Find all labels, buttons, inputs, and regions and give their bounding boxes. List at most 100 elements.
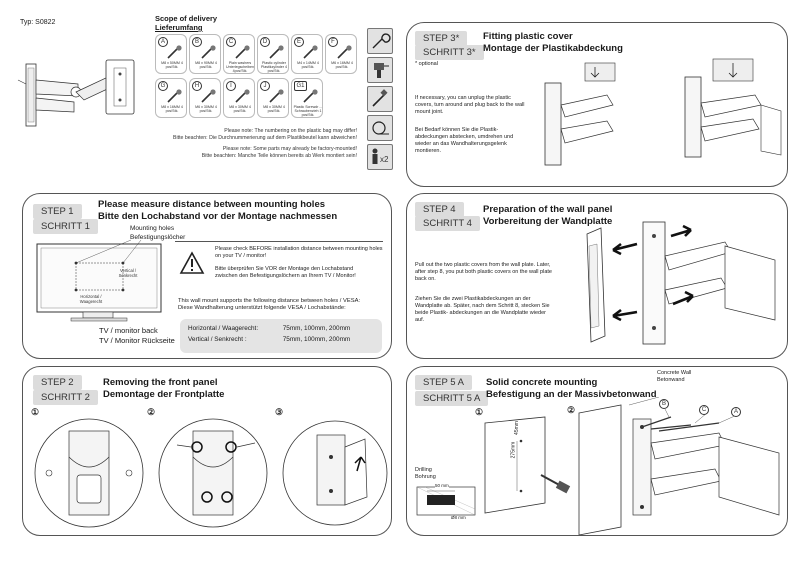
support-de: Diese Wandhalterung unterstützt folgende… — [178, 305, 346, 311]
detail-circle-1 — [34, 418, 144, 528]
tv-back-label: TV / monitor back TV / Monitor Rückseite — [99, 326, 175, 346]
part-label-c: C — [699, 405, 709, 415]
holes-en: Mounting holes — [130, 225, 175, 232]
screwdriver-icon — [367, 86, 393, 112]
step2-num-2: ② — [147, 407, 156, 417]
part-letter: G — [158, 81, 168, 91]
step1-title: Please measure distance between mounting… — [98, 199, 337, 223]
note2-de: Bitte beachten: Manche Teile können bere… — [201, 152, 357, 159]
part-letter: J — [260, 81, 270, 91]
step5a-title: Solid concrete mounting Befestigung an d… — [486, 377, 657, 401]
drilling-diagram — [416, 486, 476, 516]
step2-num-1: ① — [31, 407, 40, 417]
dim-45: 45mm — [513, 421, 520, 435]
screw-icon — [167, 89, 182, 103]
warning-icon — [179, 251, 205, 274]
screw-icon — [337, 45, 352, 59]
step5a-label-en: STEP 5 A — [415, 375, 473, 390]
part-item: I M8 x 30MM 4 pcs/Stk. — [223, 78, 255, 118]
step3-title-de: Montage der Plastikabdeckung — [483, 43, 623, 54]
part-desc: Plastic cylinder Plastikzylinder 4 pcs/S… — [261, 61, 287, 74]
part-label-a: A — [731, 407, 741, 417]
step2-title: Removing the front panel Demontage der F… — [103, 377, 224, 401]
part-item: B M8 x 90MM 4 pcs/Stk. — [189, 34, 221, 74]
part-letter: C — [226, 37, 236, 47]
concrete-wall-label: Concrete Wall Betonwand — [657, 370, 691, 383]
part-desc: Plain washers Unterlegscheiben 4pcs/Stk. — [226, 61, 254, 74]
step3-label-en: STEP 3* — [415, 31, 468, 46]
wrench-icon — [367, 28, 393, 54]
screw-icon — [235, 89, 250, 103]
step5a-title-en: Solid concrete mounting — [486, 377, 598, 388]
step4-label-de: SCHRITT 4 — [415, 216, 480, 231]
warn-de: Bitte überprüfen Sie VOR der Montage den… — [215, 266, 356, 279]
mounted-arm-illustration — [578, 397, 780, 535]
part-item: G M8 x 16MM 4 pcs/Stk. — [155, 78, 187, 118]
part-letter: D — [260, 37, 270, 47]
part-letter: E — [294, 37, 304, 47]
step3-text-de: Bei Bedarf können Sie die Plastik- abdec… — [415, 127, 514, 154]
part-letter: I — [226, 81, 236, 91]
step2-num-3: ③ — [275, 407, 284, 417]
step2-panel: STEP 2 SCHRITT 2 Removing the front pane… — [22, 366, 392, 536]
wall-plate-illustration — [586, 221, 776, 345]
step3-text-en: If necessary, you can unplug the plastic… — [415, 95, 525, 115]
scope-notes: Please note: The numbering on the plasti… — [150, 128, 357, 159]
screw-icon — [167, 45, 182, 59]
part-desc: M4 x 14MM 4 pcs/Stk. — [297, 61, 319, 70]
step4-title: Preparation of the wall panel Vorbereitu… — [483, 204, 612, 228]
type-label: Typ: S0822 — [20, 19, 56, 26]
support-en: This wall mount supports the following d… — [178, 298, 361, 304]
note1-en: Please note: The numbering on the plasti… — [224, 128, 357, 134]
vesa-values: 75mm, 100mm, 200mm — [282, 336, 351, 343]
step4-label-en: STEP 4 — [415, 202, 464, 217]
step3-title-en: Fitting plastic cover — [483, 31, 573, 42]
step3-panel: STEP 3* SCHRITT 3* * optional Fitting pl… — [406, 22, 788, 187]
step5a-title-de: Befestigung an der Massivbetonwand — [486, 389, 657, 400]
part-desc: M8 x 90MM 4 pcs/Stk. — [195, 61, 217, 70]
screw-icon — [201, 45, 216, 59]
scope-title-en: Scope of delivery — [155, 14, 218, 23]
note2-en: Please note: Some parts may already be f… — [222, 146, 357, 152]
part-letter: A — [158, 37, 168, 47]
part-desc: M6 x 16MM 4 pcs/Stk. — [331, 61, 353, 70]
vertical-label: Vertical / Senkrecht — [118, 268, 138, 278]
horizontal-label: Horizontal / Waagerecht — [79, 294, 103, 304]
part-letter: B — [192, 37, 202, 47]
step2-title-de: Demontage der Frontplatte — [103, 389, 225, 400]
step4-text-de: Ziehen Sie die zwei Plastikabdeckungen a… — [415, 296, 550, 323]
step1-label-en: STEP 1 — [33, 204, 82, 219]
step1-title-en: Please measure distance between mounting… — [98, 199, 326, 210]
screw-icon — [269, 89, 284, 103]
part-desc: M8 x 16MM 4 pcs/Stk. — [161, 105, 183, 114]
step2-label-de: SCHRITT 2 — [33, 390, 98, 405]
mounting-holes-label: Mounting holes Befestigungslöcher — [130, 224, 185, 242]
part-item: E M4 x 14MM 4 pcs/Stk. — [291, 34, 323, 74]
step3-title: Fitting plastic cover Montage der Plasti… — [483, 31, 623, 55]
dim-275: 275mm — [510, 441, 517, 459]
step5a-num-2: ② — [567, 405, 576, 415]
step4-panel: STEP 4 SCHRITT 4 Preparation of the wall… — [406, 193, 788, 359]
part-label-b: B — [659, 399, 669, 409]
vesa-row-vertical: Vertical / Senkrecht : 75mm, 100mm, 200m… — [188, 334, 374, 345]
part-desc: M8 x 30MM 4 pcs/Stk. — [229, 105, 251, 114]
drill-en: Drilling — [415, 467, 432, 473]
screw-icon — [269, 45, 284, 59]
person-count: x2 — [380, 155, 389, 164]
part-desc: M8 x 30MM 4 pcs/Stk. — [263, 105, 285, 114]
vesa-dir: Horizontal / Waagerecht: — [188, 325, 259, 332]
drill-de: Bohrung — [415, 473, 436, 480]
vesa-table: Horizontal / Waagerecht: 75mm, 100mm, 20… — [180, 319, 382, 353]
step2-label-en: STEP 2 — [33, 375, 82, 390]
screw-icon — [235, 45, 250, 59]
vesa-values: 75mm, 100mm, 200mm — [282, 325, 351, 332]
part-item: J M8 x 30MM 4 pcs/Stk. — [257, 78, 289, 118]
step3-label-de: SCHRITT 3* — [415, 45, 484, 60]
dim-50: 50 mm — [435, 483, 449, 488]
holes-de: Befestigungslöcher — [130, 234, 186, 241]
support-text: This wall mount supports the following d… — [178, 298, 388, 312]
step1-title-de: Bitte den Lochabstand vor der Montage na… — [98, 211, 338, 222]
